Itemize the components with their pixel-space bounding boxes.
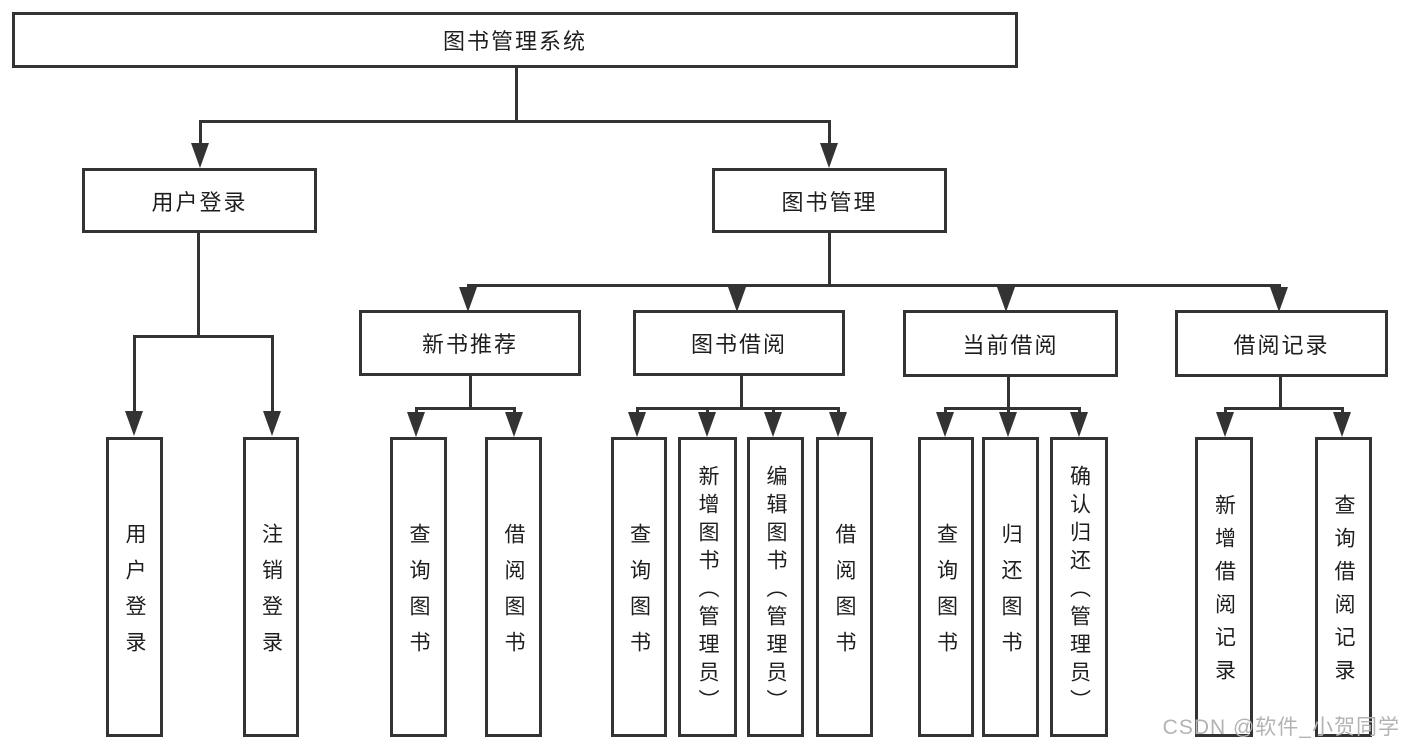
arrow-down-icon xyxy=(263,411,281,436)
arrow-down-icon xyxy=(191,143,209,168)
arrow-down-icon xyxy=(1216,412,1234,437)
arrow-down-icon xyxy=(936,412,954,437)
connector-arrow-shaft xyxy=(1341,407,1344,414)
csdn-watermark: CSDN @软件_小贺同学 xyxy=(1162,716,1400,739)
connector-arrow-shaft xyxy=(1078,407,1081,414)
connector-root-stem xyxy=(515,68,518,120)
arrow-down-icon xyxy=(764,412,782,437)
leaf-query-borrow-record: 查询借阅记录 xyxy=(1315,437,1372,737)
leaf-label: 借阅图书 xyxy=(502,522,525,667)
leaf-query-books: 查询图书 xyxy=(918,437,974,737)
connector-borrowing-stem xyxy=(740,376,743,407)
connector-arrow-shaft xyxy=(1007,407,1010,414)
connector-current-stem xyxy=(1007,377,1010,407)
connector-arrow-shaft xyxy=(1224,407,1227,414)
arrow-down-icon xyxy=(1070,412,1088,437)
arrow-down-icon xyxy=(829,412,847,437)
connector-arrow-shaft xyxy=(837,407,840,414)
arrow-down-icon xyxy=(459,287,477,312)
leaf-label: 确认归还（管理员） xyxy=(1067,464,1091,717)
leaf-label: 借阅图书 xyxy=(833,522,856,667)
connector-newrec-stem xyxy=(469,376,472,407)
leaf-borrow-books: 借阅图书 xyxy=(485,437,542,737)
connector-root-split xyxy=(199,120,831,123)
connector-newrec-split xyxy=(415,407,516,410)
connector-userlogin-split xyxy=(133,335,274,338)
leaf-label: 新增图书（管理员） xyxy=(696,464,719,717)
leaf-borrow-books: 借阅图书 xyxy=(816,437,873,737)
leaf-confirm-return-admin: 确认归还（管理员） xyxy=(1050,437,1108,737)
connector-arrow-shaft xyxy=(513,407,516,414)
arrow-down-icon xyxy=(999,412,1017,437)
connector-arrow-shaft xyxy=(199,120,202,145)
leaf-return-books: 归还图书 xyxy=(982,437,1039,737)
leaf-label: 用户登录 xyxy=(123,522,146,667)
arrow-down-icon xyxy=(728,287,746,312)
leaf-edit-books-admin: 编辑图书（管理员） xyxy=(747,437,804,737)
connector-records-stem xyxy=(1279,377,1282,407)
leaf-label: 查询图书 xyxy=(627,522,651,667)
leaf-user-login: 用户登录 xyxy=(106,437,163,737)
connector-arrow-shaft xyxy=(706,407,709,414)
arrow-down-icon xyxy=(997,287,1015,312)
arrow-down-icon xyxy=(698,412,716,437)
leaf-query-books: 查询图书 xyxy=(611,437,667,737)
leaf-add-borrow-record: 新增借阅记录 xyxy=(1195,437,1253,737)
connector-userlogin-stem xyxy=(197,233,200,335)
leaf-label: 查询图书 xyxy=(407,522,430,667)
arrow-down-icon xyxy=(820,143,838,168)
connector-arrow-shaft xyxy=(636,407,639,414)
branch-book-borrowing: 图书借阅 xyxy=(633,310,845,376)
connector-bookmgmt-split xyxy=(467,284,1281,287)
branch-current-borrowing: 当前借阅 xyxy=(903,310,1118,377)
leaf-logout: 注销登录 xyxy=(243,437,299,737)
leaf-query-books: 查询图书 xyxy=(390,437,447,737)
arrow-down-icon xyxy=(125,411,143,436)
connector-arrow-shaft xyxy=(828,120,831,145)
connector-borrowing-split xyxy=(636,407,840,410)
arrow-down-icon xyxy=(407,412,425,437)
branch-new-book-recommend: 新书推荐 xyxy=(359,310,581,376)
leaf-label: 注销登录 xyxy=(259,522,283,667)
arrow-down-icon xyxy=(1270,287,1288,312)
branch-borrow-records: 借阅记录 xyxy=(1175,310,1388,377)
leaf-add-books-admin: 新增图书（管理员） xyxy=(678,437,737,737)
arrow-down-icon xyxy=(505,412,523,437)
connector-current-split xyxy=(944,407,1081,410)
connector-arrow-shaft xyxy=(772,407,775,414)
leaf-label: 归还图书 xyxy=(999,522,1022,667)
connector-records-split xyxy=(1224,407,1344,410)
branch-user-login: 用户登录 xyxy=(82,168,317,233)
connector-bookmgmt-stem xyxy=(828,233,831,286)
leaf-label: 新增借阅记录 xyxy=(1212,494,1236,692)
arrow-down-icon xyxy=(628,412,646,437)
connector-arrow-shaft xyxy=(133,335,136,412)
leaf-label: 查询借阅记录 xyxy=(1332,494,1355,692)
connector-arrow-shaft xyxy=(271,335,274,412)
node-system-root: 图书管理系统 xyxy=(12,12,1018,68)
connector-arrow-shaft xyxy=(415,407,418,414)
arrow-down-icon xyxy=(1333,412,1351,437)
leaf-label: 编辑图书（管理员） xyxy=(764,464,787,717)
connector-arrow-shaft xyxy=(944,407,947,414)
branch-book-management: 图书管理 xyxy=(712,168,947,233)
leaf-label: 查询图书 xyxy=(934,522,958,667)
